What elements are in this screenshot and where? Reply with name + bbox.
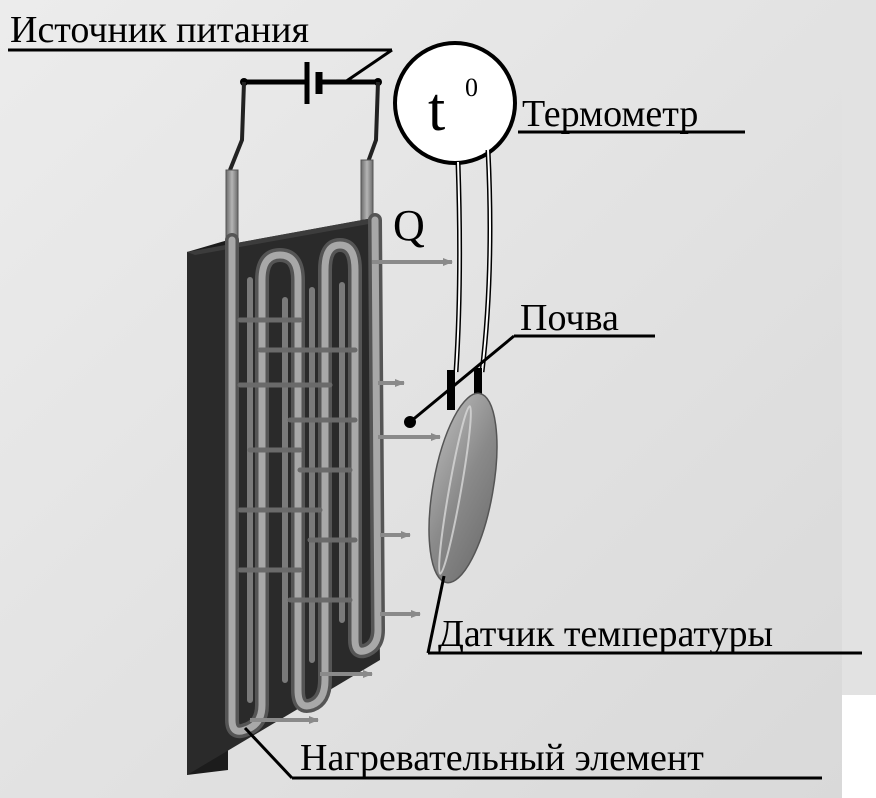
temperature-sensor-leader: [426, 575, 446, 654]
soil-leader: [409, 334, 515, 424]
heating-element-leader: [243, 726, 294, 780]
heating-element-label: Нагревательный элемент: [300, 737, 704, 779]
temperature-sensor-label: Датчик температуры: [438, 613, 773, 655]
sensor-clamp-right: [474, 368, 482, 400]
battery-circuit: [228, 62, 382, 171]
temperature-sensor-disc: [428, 392, 498, 584]
thermometer-superscript: 0: [465, 73, 478, 102]
terminal-right: [360, 159, 374, 221]
thermometer-label: Термометр: [522, 93, 698, 135]
heat-flow-arrows: [250, 258, 453, 724]
soil-point: [404, 416, 416, 428]
backdrop-right: [842, 0, 876, 695]
thermometer-symbol: t: [428, 76, 445, 144]
soil-label: Почва: [520, 297, 619, 339]
power-source-leader: [344, 48, 393, 84]
heating-tube: [225, 213, 386, 739]
heat-flow-label: Q: [393, 201, 425, 250]
terminal-left: [225, 169, 239, 243]
power-source-label: Источник питания: [10, 9, 309, 51]
thermometer-dial: [393, 41, 517, 165]
